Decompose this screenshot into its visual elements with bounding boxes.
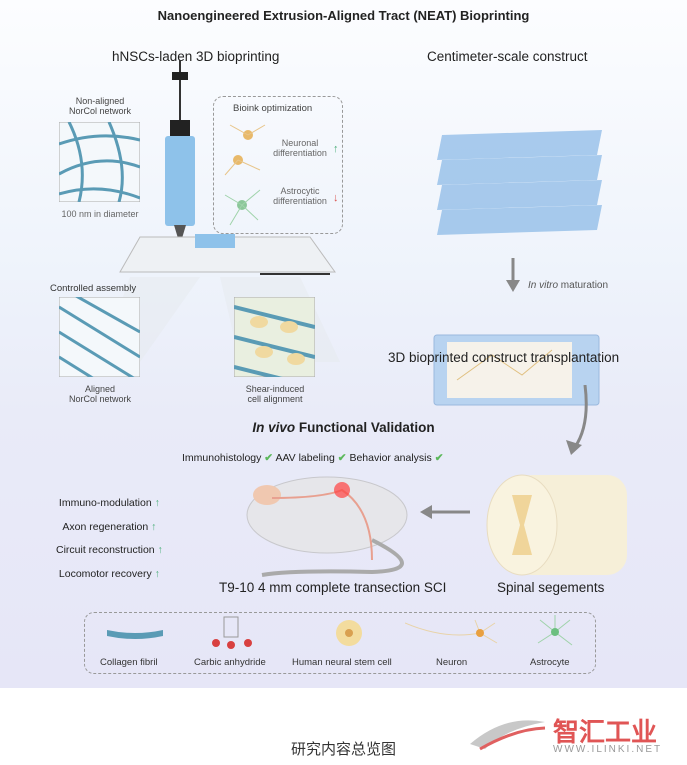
cell-alignment-image bbox=[234, 297, 315, 377]
figure-title: Nanoengineered Extrusion-Aligned Tract (… bbox=[157, 8, 530, 23]
astrocyte-icon bbox=[537, 615, 573, 646]
nonaligned-network-image bbox=[59, 122, 140, 202]
rat-image bbox=[246, 476, 408, 577]
figure: Nanoengineered Extrusion-Aligned Tract (… bbox=[0, 0, 687, 688]
up-arrow-icon: ↑ bbox=[154, 497, 160, 509]
legend-carbic: Carbic anhydride bbox=[194, 657, 266, 668]
check-icon: ✔ bbox=[264, 452, 274, 464]
validation-checks: Immunohistology ✔ AAV labeling ✔ Behavio… bbox=[182, 452, 444, 464]
outcomes-list: Immuno-modulation ↑ Axon regeneration ↑ … bbox=[56, 497, 163, 580]
spinal-label: Spinal segements bbox=[497, 580, 605, 595]
legend-box bbox=[84, 612, 596, 674]
cells-icon bbox=[224, 124, 266, 226]
collagen-fibril-icon bbox=[107, 630, 163, 639]
transplant-label: 3D bioprinted construct transplantation bbox=[388, 350, 620, 365]
down-arrow-icon: ↓ bbox=[333, 192, 339, 204]
watermark-logo: 智汇工业 WWW.ILINKI.NET bbox=[465, 712, 680, 762]
controlled-assembly-label: Controlled assembly bbox=[50, 283, 137, 294]
curved-arrow-icon bbox=[566, 385, 588, 455]
down-arrow-icon bbox=[506, 258, 520, 292]
centimeter-construct-image bbox=[437, 130, 602, 235]
check-icon: ✔ bbox=[337, 452, 347, 464]
spinal-segment-image bbox=[486, 474, 627, 576]
bioink-label: Bioink optimization bbox=[233, 103, 313, 114]
matured-construct-image bbox=[433, 334, 600, 406]
left-heading: hNSCs-laden 3D bioprinting bbox=[112, 49, 280, 64]
right-heading: Centimeter-scale construct bbox=[427, 49, 588, 64]
legend-neuron: Neuron bbox=[436, 657, 468, 668]
caption: 研究内容总览图 bbox=[290, 741, 396, 758]
syringe-icon bbox=[165, 60, 195, 245]
model-label: T9-10 4 mm complete transection SCI bbox=[219, 580, 447, 595]
up-arrow-icon: ↑ bbox=[154, 567, 160, 580]
up-arrow-icon: ↑ bbox=[157, 544, 163, 556]
legend-hnsc: Human neural stem cell bbox=[292, 657, 392, 668]
aligned-network-image bbox=[59, 297, 140, 377]
up-arrow-icon: ↑ bbox=[151, 520, 157, 533]
neural-stem-cell-icon bbox=[336, 620, 362, 646]
legend-astrocyte: Astrocyte bbox=[530, 657, 570, 668]
up-arrow-icon: ↑ bbox=[333, 143, 339, 155]
left-arrow-icon bbox=[420, 505, 470, 519]
maturation-label: In vitro maturation bbox=[528, 280, 609, 291]
bioink-box bbox=[213, 96, 343, 234]
check-icon: ✔ bbox=[434, 452, 444, 464]
carbic-anhydride-icon bbox=[212, 616, 252, 649]
legend-collagen: Collagen fibril bbox=[100, 657, 158, 668]
neuron-icon bbox=[405, 619, 498, 644]
diameter-label: 100 nm in diameter bbox=[61, 209, 139, 219]
validation-title: In vivo Functional Validation bbox=[252, 420, 435, 435]
